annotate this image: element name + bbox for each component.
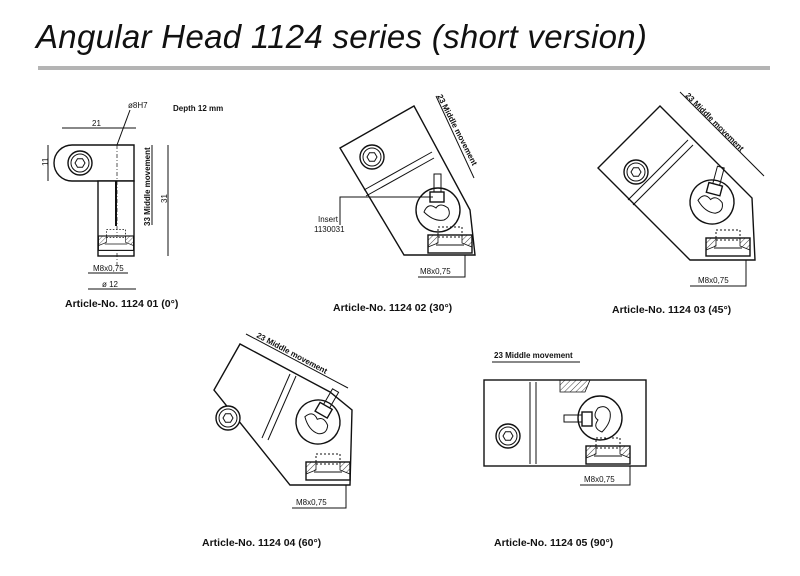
thread-label: M8x0,75: [420, 267, 451, 276]
middle-movement-label: 23 Middle movement: [435, 93, 479, 167]
middle-movement-label: 23 Middle movement: [494, 351, 573, 360]
insert-number: 1130031: [314, 225, 345, 234]
insert-label: Insert: [318, 215, 339, 224]
caption-1124-04: Article-No. 1124 04 (60°): [202, 537, 321, 549]
drawing-1124-05: 23 Middle movement M8x0,75 Article-No. 1…: [483, 351, 647, 549]
dim-11: 11: [41, 157, 50, 166]
dim-bore: ø8H7: [128, 101, 148, 110]
page-title: Angular Head 1124 series (short version): [36, 18, 648, 55]
dim-21: 21: [92, 119, 101, 128]
caption-1124-05: Article-No. 1124 05 (90°): [494, 537, 613, 549]
depth-label: Depth 12 mm: [173, 104, 223, 113]
thread-label: M8x0,75: [296, 498, 327, 507]
thread-label: M8x0,75: [698, 276, 729, 285]
title-divider: [38, 66, 770, 70]
drawing-1124-03: 23 Middle movement M8x0,75 Article-No. 1…: [597, 91, 765, 316]
middle-movement-label: 33 Middle movement: [143, 147, 152, 226]
thread-label: M8x0,75: [584, 475, 615, 484]
drawing-1124-04: 23 Middle movement M8x0,75 Article-No. 1…: [202, 331, 356, 549]
caption-1124-01: Article-No. 1124 01 (0°): [65, 298, 178, 310]
dim-diameter: ø 12: [102, 280, 119, 289]
caption-1124-03: Article-No. 1124 03 (45°): [612, 304, 731, 316]
thread-label: M8x0,75: [93, 264, 124, 273]
dim-31: 31: [160, 194, 169, 203]
drawing-1124-02: 23 Middle movement Insert 1130031 M8x0,7…: [314, 93, 479, 314]
caption-1124-02: Article-No. 1124 02 (30°): [333, 302, 452, 314]
drawing-1124-01: 21 11 ø8H7 Depth 12 mm 33 Middle movemen…: [41, 101, 223, 310]
